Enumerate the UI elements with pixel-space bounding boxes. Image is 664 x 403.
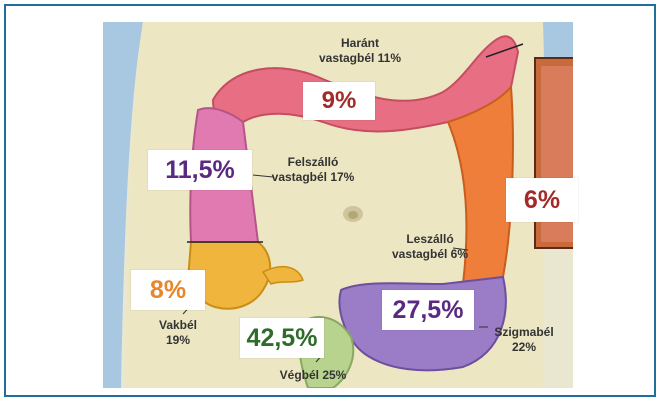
cecum-percent: 8% [131,270,205,310]
sigmoid-colon-percent: 27,5% [382,290,474,330]
ascending-colon-percent: 11,5% [148,150,252,190]
rectum-label: Végbél 25% [268,368,358,383]
transverse-colon-share: vastagbél 11% [310,51,410,66]
sigmoid-colon-label: Szigmabél 22% [484,325,564,355]
ascending-colon-share: vastagbél 17% [258,170,368,185]
cecum-label: Vakbél 19% [148,318,208,348]
transverse-colon-label: Haránt vastagbél 11% [310,36,410,66]
ascending-colon-label: Felszálló vastagbél 17% [258,155,368,185]
descending-colon-name: Leszálló [380,232,480,247]
descending-colon-percent: 6% [506,178,578,222]
cecum-name: Vakbél [148,318,208,333]
transverse-colon-name: Haránt [310,36,410,51]
descending-colon-share: vastagbél 6% [380,247,480,262]
cecum-share: 19% [148,333,208,348]
rectum-percent: 42,5% [240,318,324,358]
transverse-colon-percent: 9% [303,82,375,120]
ascending-colon-name: Felszálló [258,155,368,170]
sigmoid-colon-share: 22% [484,340,564,355]
sigmoid-colon-name: Szigmabél [484,325,564,340]
descending-colon-label: Leszálló vastagbél 6% [380,232,480,262]
rectum-name: Végbél 25% [268,368,358,383]
